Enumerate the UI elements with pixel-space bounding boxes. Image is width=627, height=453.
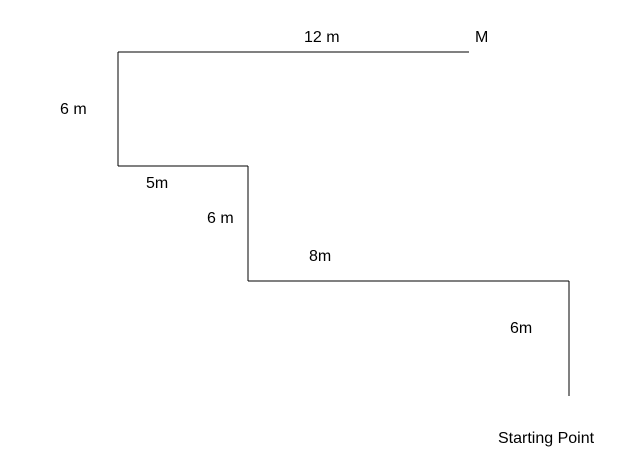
segment-label-12m: 12 m [304,29,340,46]
segment-label-5m: 5m [146,175,169,192]
segment-label-6m-left: 6 m [60,101,87,118]
start-point-label: Starting Point [498,430,595,447]
segment-label-6m-right: 6m [510,320,533,337]
end-point-label: M [475,29,489,46]
segment-label-6m-middle: 6 m [207,210,234,227]
segment-label-8m: 8m [309,248,332,265]
